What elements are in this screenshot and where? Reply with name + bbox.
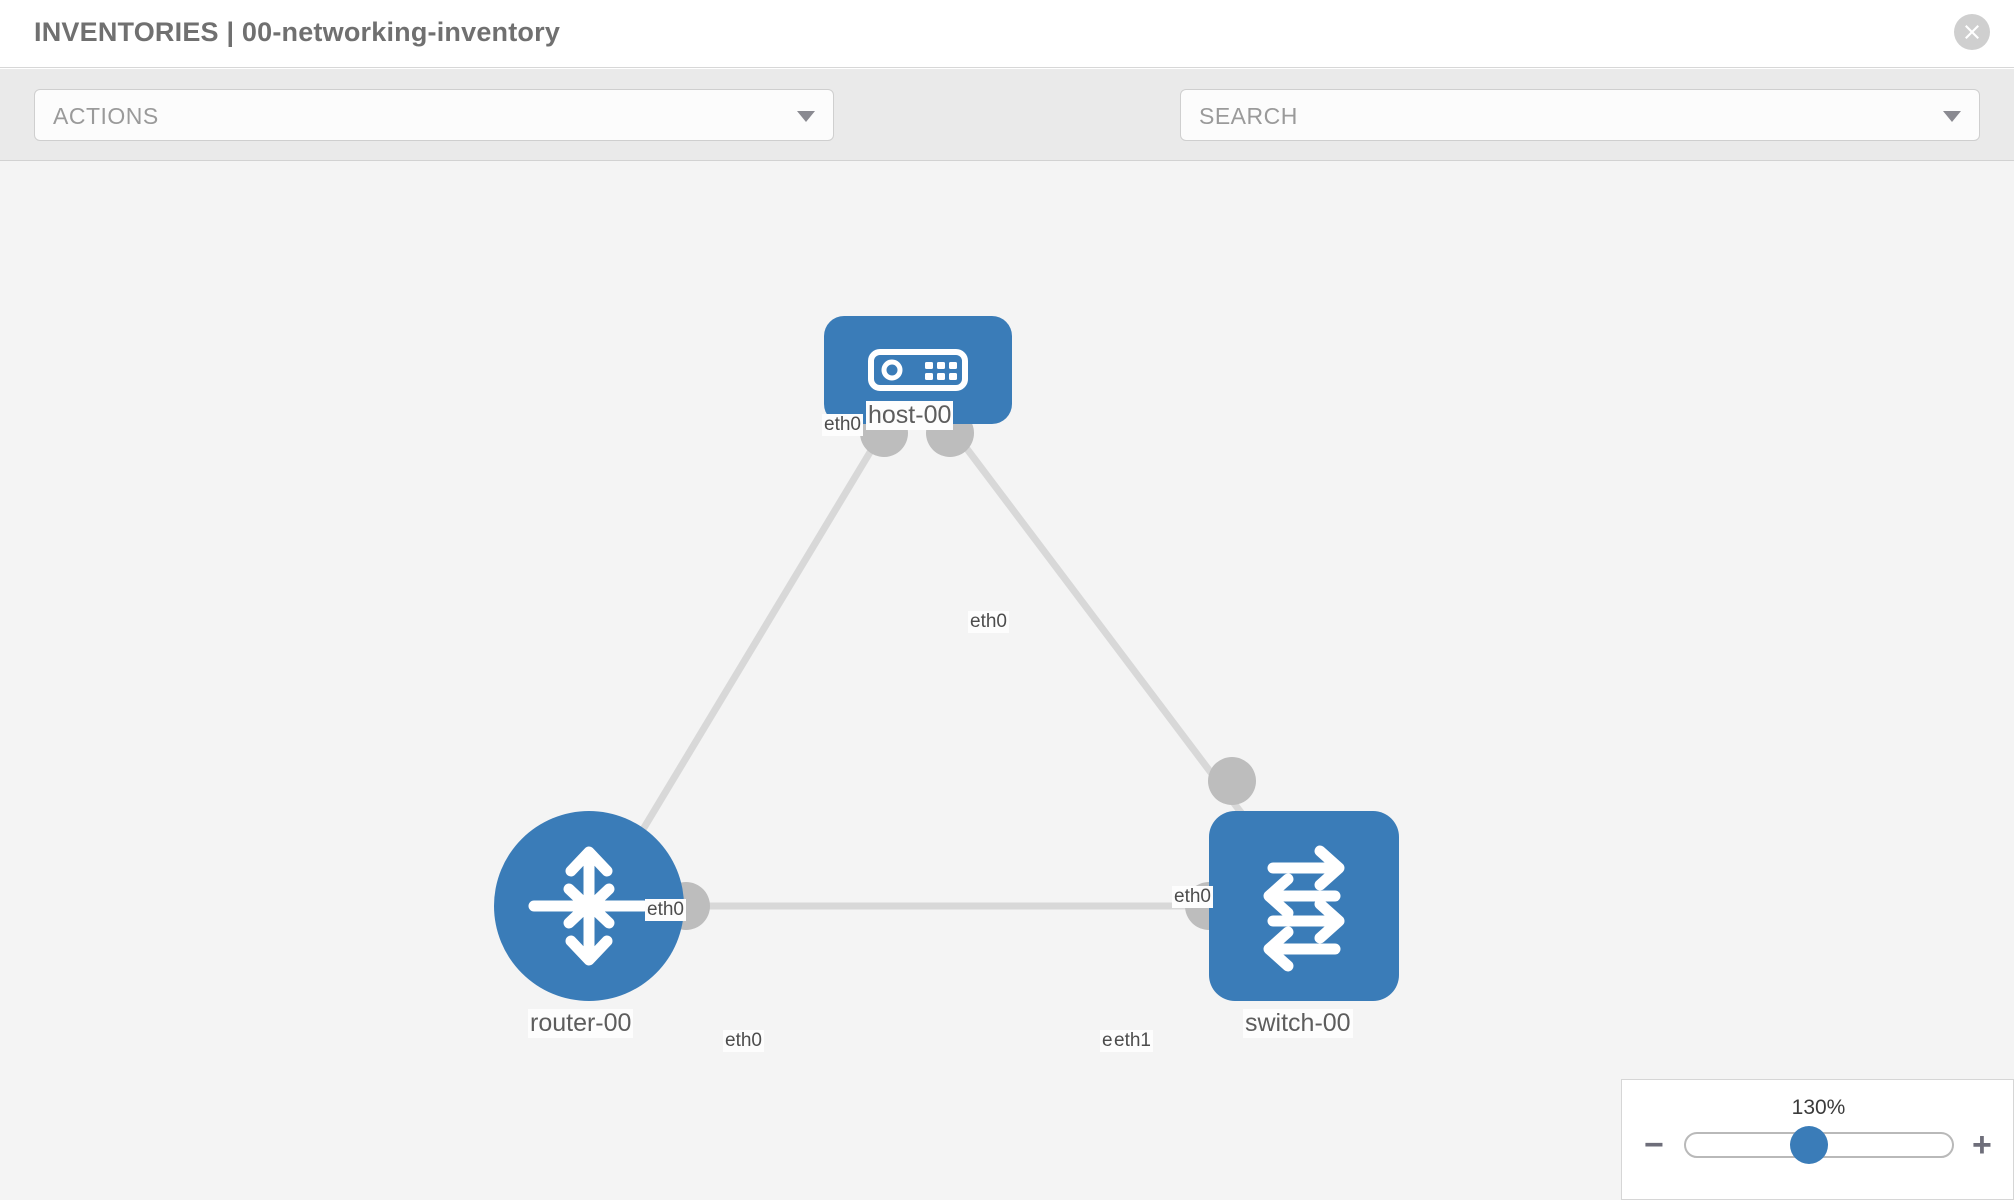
topology-canvas[interactable]: host-00 router-00 — [0, 161, 2014, 1200]
actions-dropdown[interactable]: ACTIONS — [34, 89, 834, 141]
page-header: INVENTORIES | 00-networking-inventory — [0, 0, 2014, 68]
chevron-down-icon — [1943, 111, 1961, 122]
zoom-control-panel: 130% − + — [1621, 1079, 2014, 1200]
link-host-router — [621, 427, 887, 863]
topology-node-switch[interactable] — [1209, 811, 1399, 1001]
switch-arrows-icon — [1263, 845, 1345, 972]
interface-label-router-right[interactable]: eth0 — [723, 1030, 764, 1052]
interface-label-host-right[interactable]: eth0 — [968, 611, 1009, 633]
interface-label-switch-up[interactable]: eth0 — [1172, 886, 1213, 908]
interface-label-switch-left[interactable]: eth1 — [1112, 1030, 1153, 1052]
host-node-label: host-00 — [866, 401, 954, 430]
zoom-slider-thumb[interactable] — [1790, 1126, 1828, 1164]
interface-label-host-left[interactable]: eth0 — [822, 414, 863, 436]
router-arrows-icon — [528, 846, 650, 966]
search-input[interactable]: SEARCH — [1180, 89, 1980, 141]
chevron-down-icon — [797, 111, 815, 122]
actions-dropdown-label: ACTIONS — [53, 103, 159, 129]
router-node-label: router-00 — [528, 1009, 634, 1038]
zoom-out-button[interactable]: − — [1644, 1126, 1664, 1164]
interface-label-router-up[interactable]: eth0 — [645, 899, 686, 921]
search-placeholder: SEARCH — [1199, 103, 1298, 129]
topology-node-router[interactable] — [494, 811, 684, 1001]
close-icon[interactable] — [1954, 14, 1990, 50]
close-glyph — [1965, 25, 1979, 39]
toolbar: ACTIONS SEARCH — [0, 69, 2014, 193]
page-title: INVENTORIES | 00-networking-inventory — [34, 17, 561, 47]
zoom-in-button[interactable]: + — [1972, 1126, 1992, 1164]
switch-node-shape — [1209, 811, 1399, 1001]
switch-node-label: switch-00 — [1243, 1009, 1353, 1038]
connector-switch-top — [1208, 757, 1256, 805]
server-icon — [868, 349, 968, 391]
zoom-level-value: 130% — [1791, 1096, 1846, 1119]
